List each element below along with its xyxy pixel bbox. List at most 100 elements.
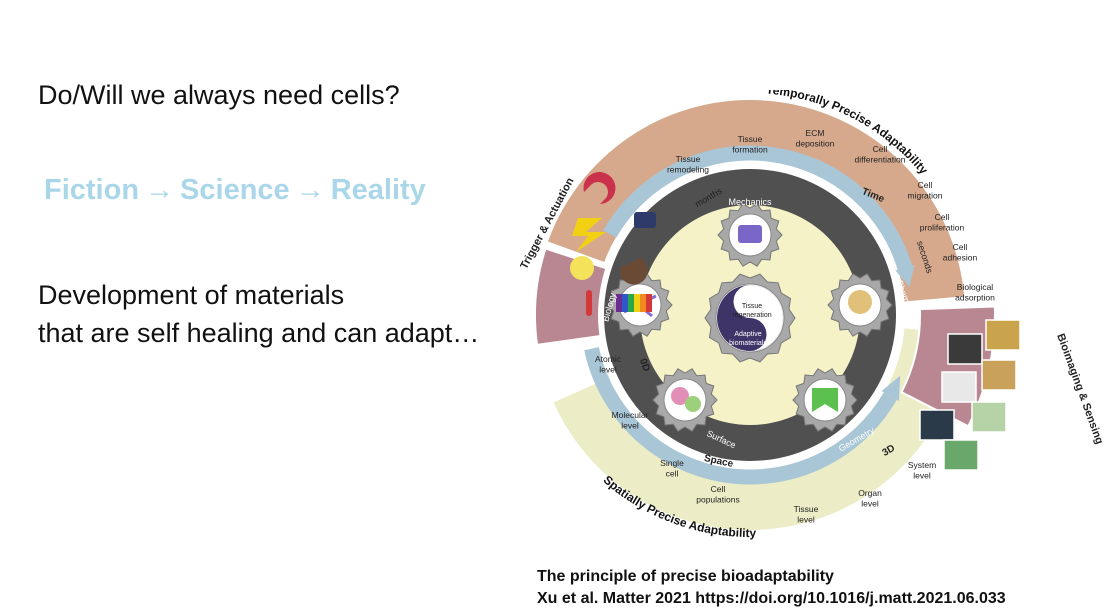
svg-text:remodeling: remodeling — [667, 165, 709, 175]
path-step-reality: Reality — [330, 174, 426, 206]
development-text: Development of materials that are self h… — [38, 276, 479, 352]
figure-caption: The principle of precise bioadaptability… — [537, 566, 1006, 610]
mechanics-glyph — [738, 225, 762, 243]
spectrum-bar — [646, 294, 652, 312]
spectrum-bar — [634, 294, 640, 312]
svg-text:populations: populations — [696, 495, 739, 505]
svg-text:Tissue: Tissue — [794, 504, 819, 514]
space-0d-label: 0D — [637, 357, 652, 373]
center-top-label: Tissue regeneration — [732, 303, 771, 319]
imaging-tile — [943, 439, 979, 471]
svg-text:Cell: Cell — [918, 180, 933, 190]
svg-text:Cell: Cell — [711, 484, 726, 494]
imaging-tile — [919, 409, 955, 441]
question-text: Do/Will we always need cells? — [38, 80, 400, 110]
svg-text:level: level — [797, 515, 815, 525]
svg-text:Cell: Cell — [873, 144, 888, 154]
svg-text:adsorption: adsorption — [955, 293, 995, 303]
svg-text:level: level — [913, 471, 931, 481]
imaging-tile — [941, 371, 977, 403]
svg-text:level: level — [599, 365, 617, 375]
chemistry-glyph — [848, 290, 872, 314]
spectrum-bar — [622, 294, 628, 312]
svg-text:migration: migration — [908, 191, 943, 201]
spectrum-bar — [616, 294, 622, 312]
svg-text:Biological: Biological — [957, 282, 993, 292]
bioimaging-arc-title: Bioimaging & Sensing — [1054, 332, 1105, 446]
svg-text:deposition: deposition — [796, 139, 835, 149]
time-arrowhead — [895, 264, 915, 287]
spectrum-bar — [628, 294, 634, 312]
center-bottom-label: Adaptive biomaterials — [729, 331, 767, 347]
gear-label: Mechanics — [728, 197, 772, 207]
imaging-tile — [947, 333, 983, 365]
surface-glyph — [671, 387, 689, 405]
imaging-tile — [985, 319, 1021, 351]
svg-text:level: level — [861, 499, 879, 509]
fiction-science-reality: Fiction→Science→Reality — [44, 174, 426, 207]
arrow-right-icon: → — [145, 174, 175, 206]
caption-title: The principle of precise bioadaptability — [537, 568, 834, 585]
imaging-tile — [981, 359, 1017, 391]
pie-icon — [619, 258, 648, 285]
imaging-tile — [971, 401, 1007, 433]
svg-text:Single: Single — [660, 458, 684, 468]
ultrasound-icon — [634, 212, 656, 228]
space-arrow — [584, 347, 897, 485]
thermometer-icon — [586, 290, 592, 316]
center-yin-yang — [733, 285, 783, 351]
geometry-glyph — [812, 388, 838, 412]
development-line-1: Development of materials — [38, 280, 345, 310]
svg-text:regeneration: regeneration — [732, 312, 771, 319]
path-step-science: Science — [180, 174, 290, 206]
svg-text:differentiation: differentiation — [855, 155, 906, 165]
svg-text:adhesion: adhesion — [943, 253, 978, 263]
light-bulb-icon — [570, 256, 594, 280]
time-arrow — [603, 145, 914, 276]
surface-glyph-2 — [685, 396, 701, 412]
svg-text:Adaptive: Adaptive — [734, 331, 761, 338]
development-line-2: that are self healing and can adapt… — [38, 318, 480, 348]
space-arrowhead — [881, 375, 901, 401]
lightning-icon — [572, 218, 606, 252]
svg-text:Tissue: Tissue — [676, 154, 701, 164]
svg-text:biomaterials: biomaterials — [729, 340, 767, 347]
svg-text:Cell: Cell — [953, 242, 968, 252]
svg-text:Tissue: Tissue — [742, 303, 762, 310]
svg-text:Cell: Cell — [935, 212, 950, 222]
svg-text:proliferation: proliferation — [920, 223, 965, 233]
arrow-right-icon: → — [295, 174, 325, 206]
svg-text:Organ: Organ — [858, 488, 882, 498]
spectrum-bar — [640, 294, 646, 312]
spatial-band — [553, 328, 965, 530]
path-step-fiction: Fiction — [44, 174, 140, 206]
svg-text:Molecular: Molecular — [612, 410, 649, 420]
magnet-icon — [583, 172, 616, 204]
svg-text:System: System — [908, 460, 936, 470]
svg-text:ECM: ECM — [806, 128, 825, 138]
svg-text:formation: formation — [732, 145, 768, 155]
svg-text:Tissue: Tissue — [738, 134, 763, 144]
caption-citation: Xu et al. Matter 2021 https://doi.org/10… — [537, 590, 1006, 607]
temporal-band — [547, 100, 965, 302]
svg-text:level: level — [621, 421, 639, 431]
svg-text:cell: cell — [666, 469, 679, 479]
svg-text:Atomic: Atomic — [595, 354, 622, 364]
